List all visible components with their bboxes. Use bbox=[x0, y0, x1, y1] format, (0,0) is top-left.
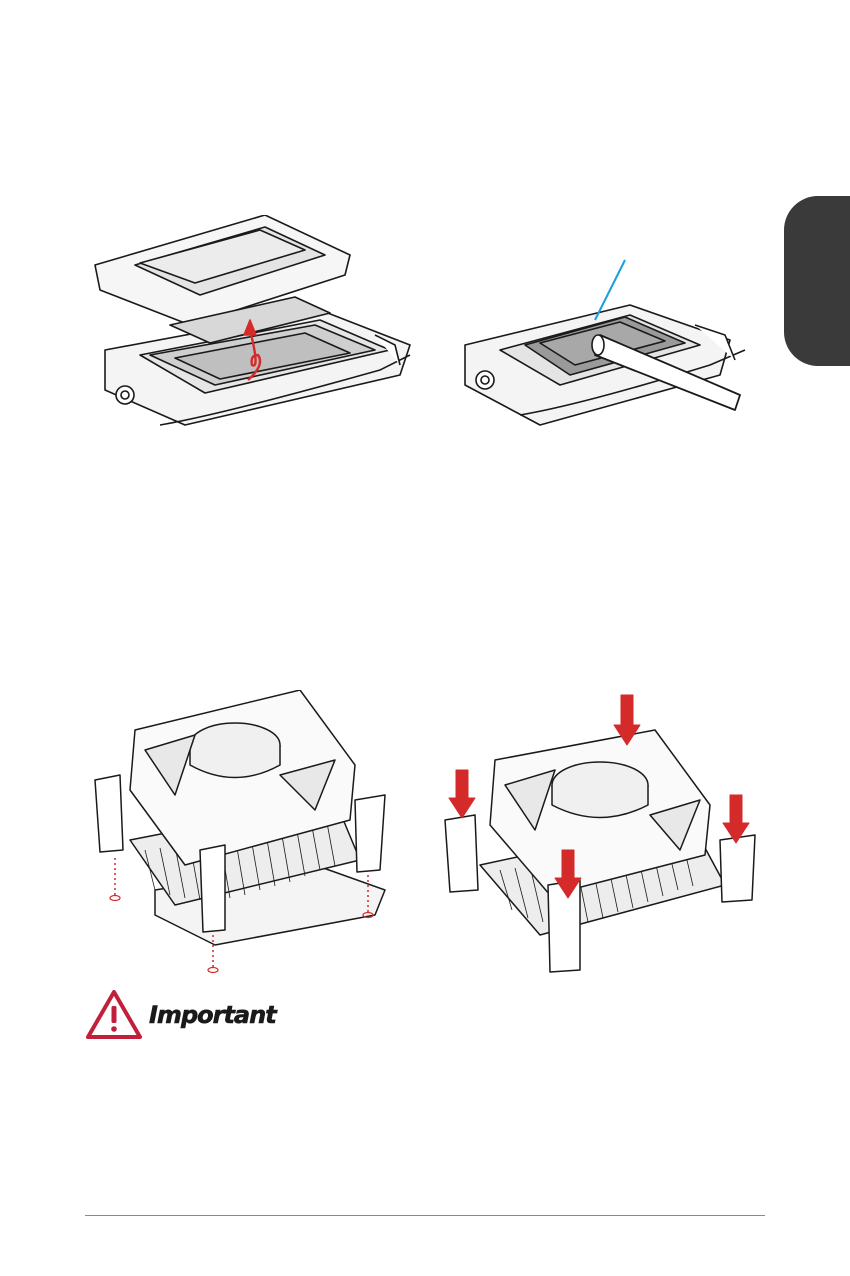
important-notice: Important bbox=[85, 985, 405, 1045]
cooler-alignment-illustration bbox=[85, 690, 405, 975]
footer-divider bbox=[85, 1215, 765, 1216]
socket-load-plate-illustration bbox=[80, 215, 420, 440]
language-section-tab bbox=[784, 196, 850, 366]
cooler-push-pins-illustration bbox=[440, 690, 770, 975]
thermal-paste-illustration bbox=[460, 255, 750, 440]
warning-triangle-icon bbox=[85, 989, 143, 1041]
important-label: Important bbox=[149, 1001, 276, 1029]
